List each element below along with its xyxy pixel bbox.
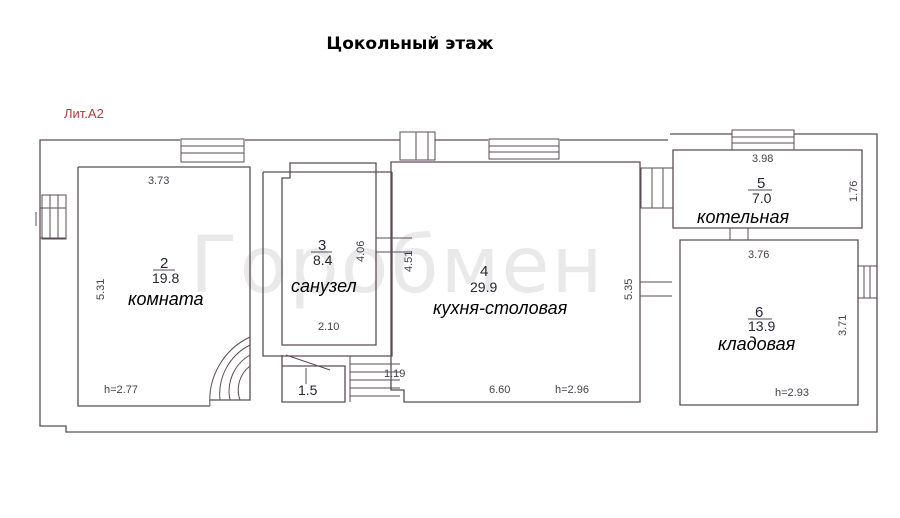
room-4-number: 4 [480, 263, 488, 280]
room-6-area: 13.9 [748, 318, 775, 334]
room-5: 3.98 5 7.0 котельная 1.76 [672, 149, 863, 240]
room-1-area: 1.5 [298, 382, 318, 398]
outer-wall [35, 133, 878, 433]
room-4-area: 29.9 [470, 279, 497, 295]
room-3-name: санузел [291, 276, 357, 296]
watermark: Горобмен [190, 221, 604, 311]
room-6: 3.76 6 13.9 кладовая 3.71 h=2.93 [679, 239, 859, 406]
room-2: 3.73 5.31 2 19.8 комната h=2.77 [77, 166, 251, 407]
page-title: Цокольный этаж [326, 34, 494, 54]
room-2-name: комната [128, 289, 204, 309]
room-6-width: 3.76 [748, 249, 769, 261]
lit-label: Лит.А2 [64, 106, 104, 121]
room-3-width: 2.10 [318, 321, 339, 333]
room-3: 3 8.4 санузел 2.10 4.06 [262, 162, 412, 357]
room-4-height-left: 4.51 [403, 251, 415, 272]
room-2-ceiling: h=2.77 [104, 384, 138, 396]
room-3-number: 3 [318, 237, 326, 254]
room-4-ceiling: h=2.96 [555, 384, 589, 396]
room-2-height: 5.31 [95, 279, 107, 300]
room-5-height: 1.76 [848, 181, 860, 202]
room-1: 1.5 1.19 [281, 354, 405, 403]
room-2-width: 3.73 [148, 175, 169, 187]
room-6-number: 6 [755, 304, 763, 321]
room-6-ceiling: h=2.93 [775, 387, 809, 399]
stair-dim: 1.19 [384, 368, 405, 380]
room-4-name: кухня-столовая [433, 298, 568, 318]
room-3-height: 4.06 [355, 241, 367, 262]
room-5-area: 7.0 [752, 190, 772, 206]
room-2-number: 2 [160, 255, 168, 272]
room-6-height: 3.71 [837, 315, 849, 336]
room-4-width: 6.60 [489, 384, 510, 396]
room-4-height: 5.35 [623, 279, 635, 300]
room-6-name: кладовая [718, 334, 796, 354]
room-4: 4 29.9 кухня-столовая 6.60 h=2.96 4.51 5… [390, 161, 672, 403]
room-3-area: 8.4 [313, 252, 333, 268]
room-5-width: 3.98 [752, 153, 773, 165]
room-5-name: котельная [697, 207, 789, 227]
room-5-number: 5 [757, 175, 765, 192]
room-2-area: 19.8 [152, 270, 179, 286]
